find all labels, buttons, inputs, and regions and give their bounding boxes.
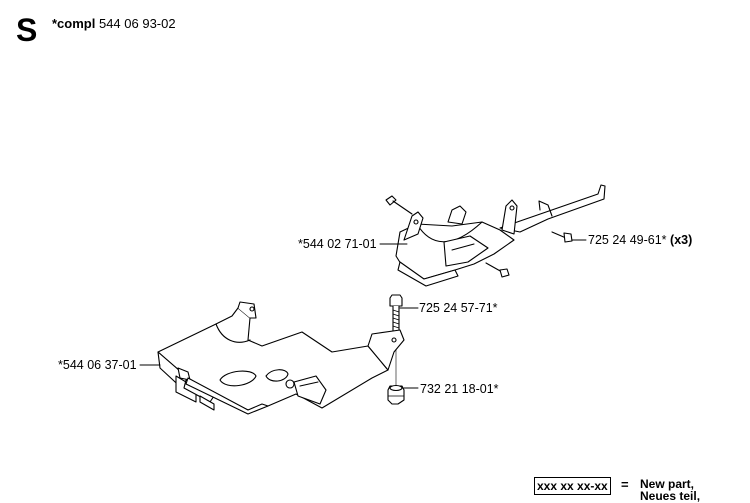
legend-placeholder: xxx xx xx-xx — [534, 477, 611, 495]
legend-equals: = — [621, 477, 629, 492]
upper-bracket — [385, 184, 606, 287]
part-label-upper-bracket: *544 02 71-01 — [298, 238, 377, 251]
legend-line-new-part: New part, — [640, 477, 695, 491]
part-number: 725 24 49-61* — [588, 233, 667, 247]
section-letter: S — [16, 12, 38, 48]
part-number: 732 21 18-01* — [420, 382, 499, 396]
part-number: *544 06 37-01 — [58, 358, 137, 372]
leader-lines — [139, 239, 587, 389]
part-quantity: (x3) — [670, 233, 693, 247]
part-label-vertical-bolt: 725 24 57-71* — [419, 302, 498, 315]
lower-bracket — [157, 301, 405, 415]
hex-bolt-725-24-49-61 — [551, 231, 573, 243]
part-label-lower-bracket: *544 06 37-01 — [58, 359, 137, 372]
assembly-header: *compl 544 06 93-02 — [52, 16, 176, 31]
assembly-prefix: *compl — [52, 16, 96, 31]
part-label-buffer: 732 21 18-01* — [420, 383, 499, 396]
legend-line-neues-teil: Neues teil, — [640, 489, 701, 503]
hex-bolt-725-24-57-71 — [389, 294, 403, 387]
assembly-number: 544 06 93-02 — [98, 16, 176, 31]
part-label-side-bolt: 725 24 49-61* (x3) — [588, 234, 692, 247]
rubber-buffer — [387, 384, 405, 405]
part-number: *544 02 71-01 — [298, 237, 377, 251]
part-number: 725 24 57-71* — [419, 301, 498, 315]
